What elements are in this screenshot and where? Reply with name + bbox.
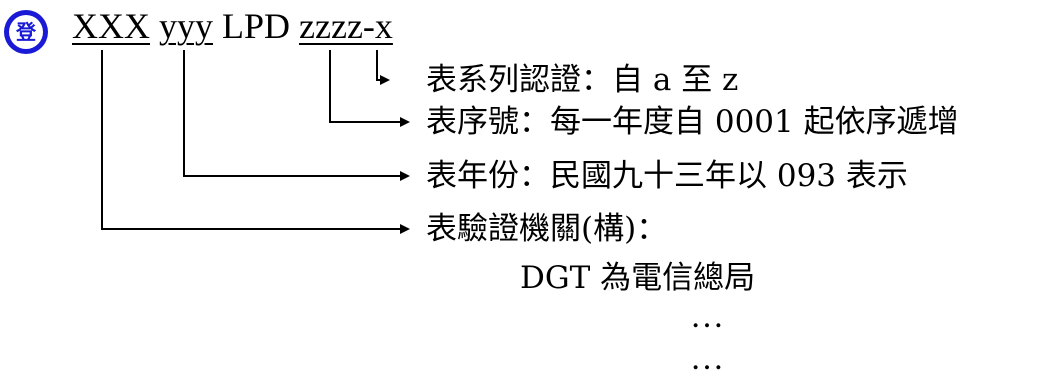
desc-agency: 表驗證機關(構)： xyxy=(426,211,668,247)
code-agency-part: XXX xyxy=(72,6,150,46)
desc-series: 表系列認證：自 a 至 z xyxy=(426,62,739,98)
connector-agency xyxy=(101,50,410,234)
code-year-part: yyy xyxy=(159,6,213,46)
code-lpd-part: LPD xyxy=(222,6,291,46)
desc-agency-example: DGT 為電信總局 xyxy=(520,260,756,296)
certification-mark-text: 登 xyxy=(16,20,36,44)
code-serial-series-part: zzzz-x xyxy=(299,6,393,46)
certification-mark-inner: 登 xyxy=(9,15,43,49)
ellipsis-1: … xyxy=(690,298,724,335)
certification-mark-icon: 登 xyxy=(4,10,48,54)
connector-year xyxy=(183,50,410,181)
connector-serial xyxy=(329,50,410,127)
desc-year: 表年份：民國九十三年以 093 表示 xyxy=(426,158,908,194)
desc-serial: 表序號：每一年度自 0001 起依序遞增 xyxy=(426,104,959,140)
ellipsis-2: … xyxy=(690,340,724,377)
connector-series xyxy=(376,50,390,85)
label-code: XXX yyy LPD zzzz-x xyxy=(72,4,393,48)
